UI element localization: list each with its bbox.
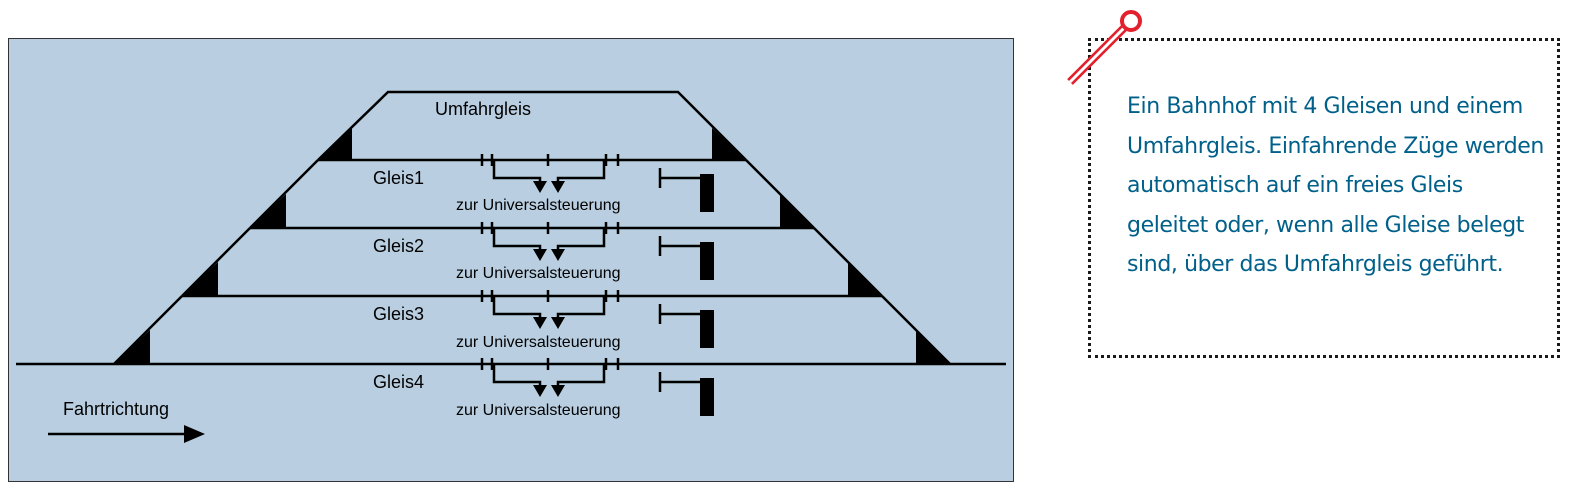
- feeder-arrow-left-1: [533, 181, 547, 193]
- feeder-arrow-left-4: [533, 385, 547, 397]
- feeder-right-4: [556, 364, 606, 386]
- switch-left-4: [114, 330, 150, 364]
- feeder-left-2: [492, 228, 542, 250]
- feeder-arrow-right-1: [551, 181, 565, 193]
- feeder-arrow-left-3: [533, 317, 547, 329]
- note-text: Ein Bahnhof mit 4 Gleisen und einem Umfa…: [1127, 94, 1544, 277]
- signal-block-3: [700, 310, 714, 348]
- feeder-right-2: [556, 228, 606, 250]
- switch-left-2: [250, 194, 286, 228]
- control-label-4: zur Universalsteuerung: [456, 402, 621, 419]
- switch-markers: [114, 128, 950, 364]
- feeder-arrow-right-4: [551, 385, 565, 397]
- feeder-right-3: [556, 296, 606, 318]
- feeder-right-1: [556, 160, 606, 182]
- feeder-arrow-right-3: [551, 317, 565, 329]
- control-label-3: zur Universalsteuerung: [456, 334, 621, 351]
- track-label-2: Gleis2: [373, 236, 424, 256]
- track-label-4: Gleis4: [373, 372, 424, 392]
- track-label-1: Gleis1: [373, 168, 424, 188]
- feeder-left-1: [492, 160, 542, 182]
- direction-arrow-icon: [48, 425, 205, 443]
- signal-block-1: [700, 174, 714, 212]
- control-label-1: zur Universalsteuerung: [456, 197, 621, 214]
- switch-right-1: [712, 128, 746, 160]
- feeder-left-3: [492, 296, 542, 318]
- track-label-3: Gleis3: [373, 304, 424, 324]
- feeder-left-4: [492, 364, 542, 386]
- bypass-track: [317, 90, 747, 161]
- direction-label: Fahrtrichtung: [63, 399, 169, 419]
- signal-block-4: [700, 378, 714, 416]
- switch-right-3: [848, 262, 882, 296]
- feeder-arrow-right-2: [551, 249, 565, 261]
- switch-left-1: [318, 128, 352, 160]
- control-label-2: zur Universalsteuerung: [456, 265, 621, 282]
- pushpin-icon: [1067, 10, 1142, 85]
- bypass-label: Umfahrgleis: [435, 99, 531, 119]
- signal-block-2: [700, 242, 714, 280]
- track-lines: [16, 158, 1006, 366]
- control-groups: [480, 154, 714, 416]
- switch-right-2: [780, 194, 814, 228]
- switch-right-4: [916, 330, 950, 364]
- feeder-arrow-left-2: [533, 249, 547, 261]
- switch-left-3: [182, 262, 218, 296]
- note-box: Ein Bahnhof mit 4 Gleisen und einem Umfa…: [1088, 38, 1560, 358]
